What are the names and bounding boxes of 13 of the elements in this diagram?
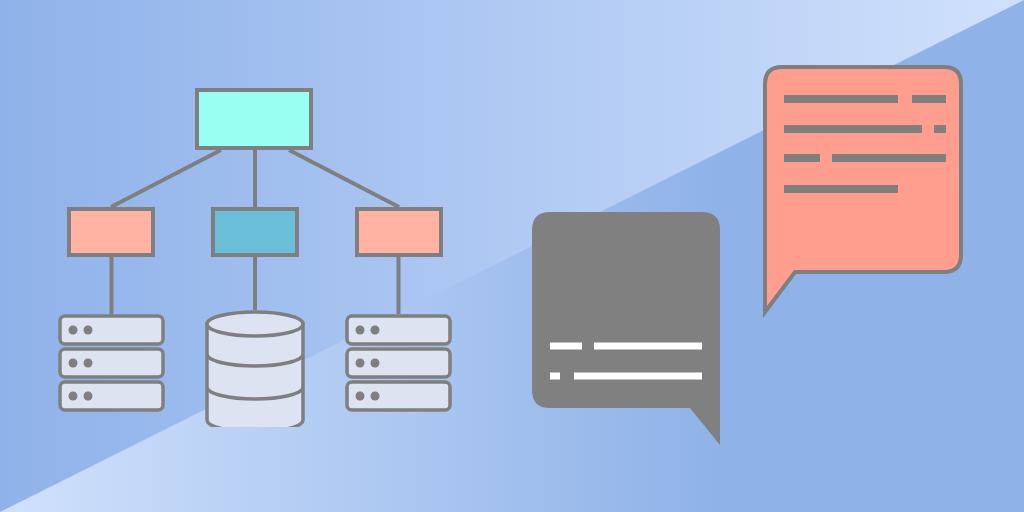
server-stack-icon [58,314,165,412]
connector-line [110,148,222,209]
chart-box [355,207,443,257]
connector-line [253,257,257,310]
connector-line [288,148,400,209]
chart-box [67,207,155,257]
connector-line [253,150,257,207]
chart-box [195,88,313,150]
connector-line [109,257,114,314]
server-stack-icon [345,314,452,412]
database-icon [205,310,305,427]
connector-line [396,257,401,314]
chart-box [211,207,299,257]
